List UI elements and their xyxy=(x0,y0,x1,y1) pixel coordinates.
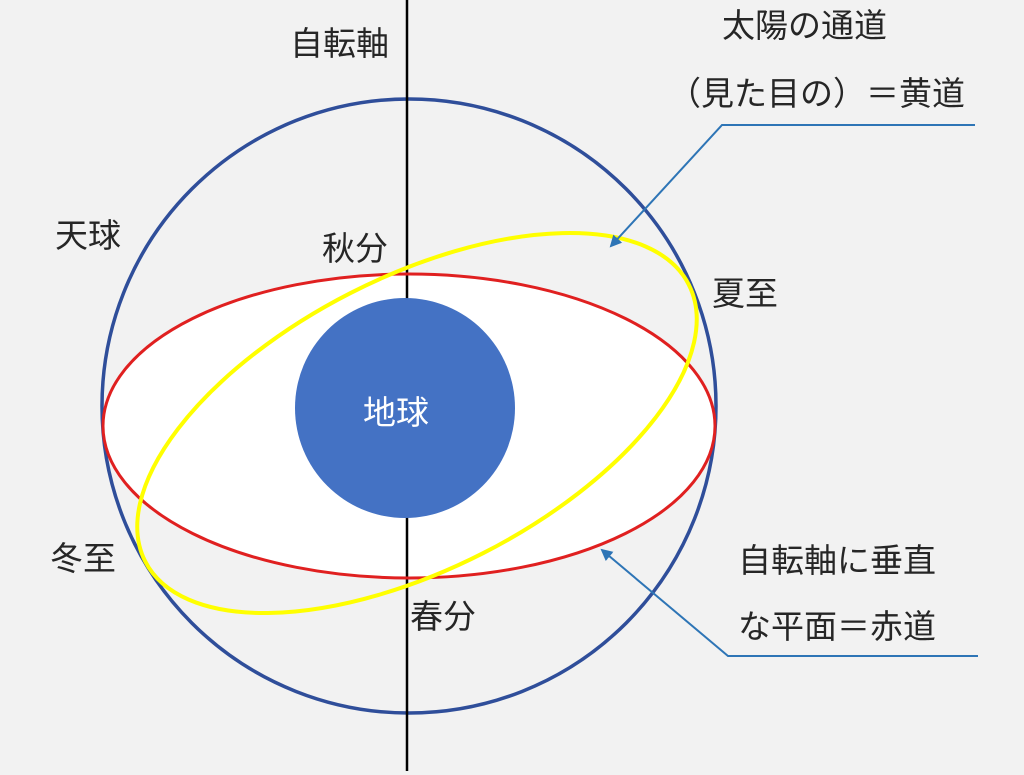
earth-circle xyxy=(295,298,515,518)
sun-path-label-line1: 太陽の通道 xyxy=(722,6,887,45)
ecliptic-ellipse xyxy=(135,231,699,615)
earth-label: 地球 xyxy=(363,393,429,432)
plane-label-line1: 自転軸に垂直 xyxy=(738,541,936,580)
spring-equinox-label: 春分 xyxy=(410,597,476,636)
equator-callout-line xyxy=(600,548,978,657)
summer-solstice-label: 夏至 xyxy=(712,274,778,313)
winter-solstice-label: 冬至 xyxy=(50,539,116,578)
ecliptic-callout-line xyxy=(609,124,975,248)
autumn-equinox-label: 秋分 xyxy=(322,229,388,268)
equator-ellipse xyxy=(101,272,717,580)
plane-label-line2: な平面＝赤道 xyxy=(738,607,936,646)
celestial-sphere-label: 天球 xyxy=(55,216,121,255)
axis-label: 自転軸 xyxy=(290,24,389,63)
celestial-sphere-circle xyxy=(100,97,718,715)
sun-path-label-line2: （見た目の）＝黄道 xyxy=(668,74,965,113)
